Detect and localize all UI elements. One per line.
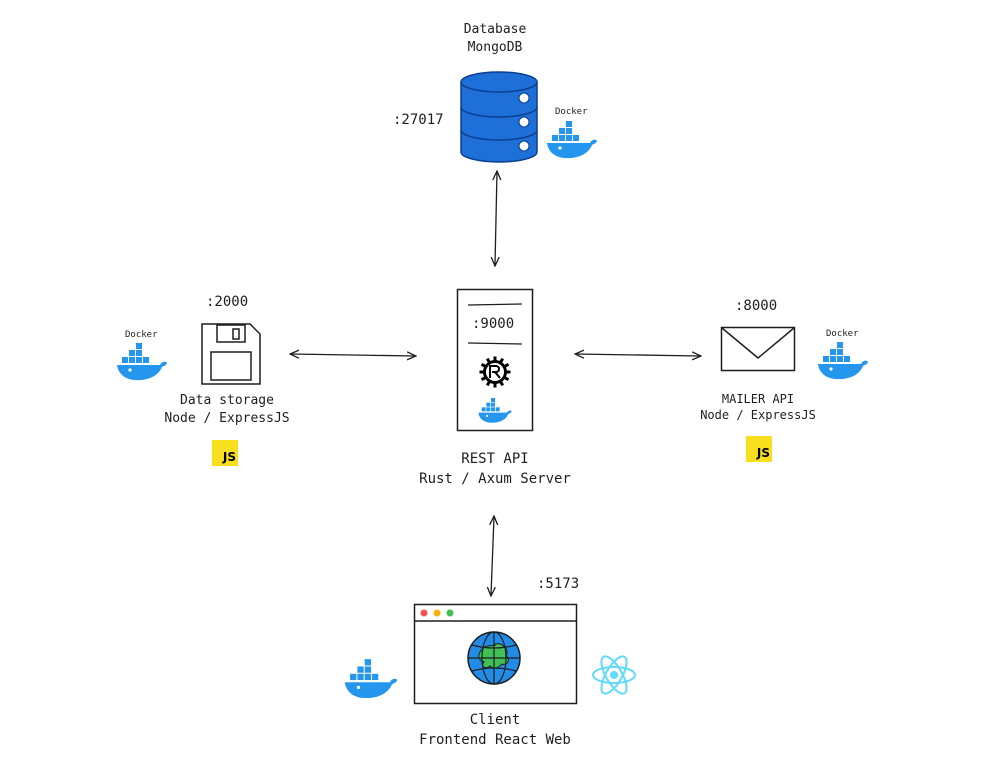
envelope-icon	[720, 326, 796, 372]
database-line1: Database	[463, 22, 527, 37]
javascript-icon: JS	[746, 436, 772, 462]
server-icon	[456, 288, 534, 432]
client-line2: Frontend React Web	[419, 732, 571, 748]
api-line1: REST API	[461, 451, 529, 467]
mailer-line2: Node / ExpressJS	[700, 408, 816, 422]
database-docker-label: Docker	[555, 107, 588, 117]
client-port: :5173	[537, 576, 580, 592]
mailer-title: MAILER API Node / ExpressJS	[688, 391, 828, 423]
api-line2: Rust / Axum Server	[419, 471, 571, 487]
arrow-api-mailer	[576, 354, 700, 356]
javascript-icon: JS	[212, 440, 238, 466]
docker-icon	[117, 343, 167, 381]
client-title: Client Frontend React Web	[400, 710, 590, 750]
storage-port: :2000	[206, 294, 249, 310]
database-title: Database MongoDB	[440, 21, 550, 57]
react-icon	[592, 655, 636, 695]
storage-docker-label: Docker	[125, 330, 158, 340]
docker-icon	[478, 398, 512, 423]
arrow-storage-api	[291, 354, 415, 356]
docker-icon	[344, 659, 398, 699]
api-port: :9000	[472, 316, 515, 332]
storage-title: Data storage Node / ExpressJS	[152, 392, 302, 428]
globe-icon	[467, 631, 521, 685]
mailer-line1: MAILER API	[721, 392, 795, 406]
client-line1: Client	[469, 712, 521, 728]
mailer-docker-label: Docker	[826, 329, 859, 339]
database-icon	[460, 71, 538, 163]
mailer-port: :8000	[735, 298, 778, 314]
floppy-disk-icon	[201, 323, 261, 385]
docker-icon	[547, 121, 597, 159]
database-line2: MongoDB	[467, 40, 523, 55]
arrow-api-client	[491, 517, 494, 595]
database-port: :27017	[393, 112, 444, 128]
storage-line2: Node / ExpressJS	[164, 411, 290, 426]
docker-icon	[818, 342, 868, 380]
api-title: REST API Rust / Axum Server	[405, 449, 585, 489]
storage-line1: Data storage	[180, 393, 274, 408]
rust-icon	[479, 356, 511, 388]
arrow-db-api	[495, 172, 497, 265]
